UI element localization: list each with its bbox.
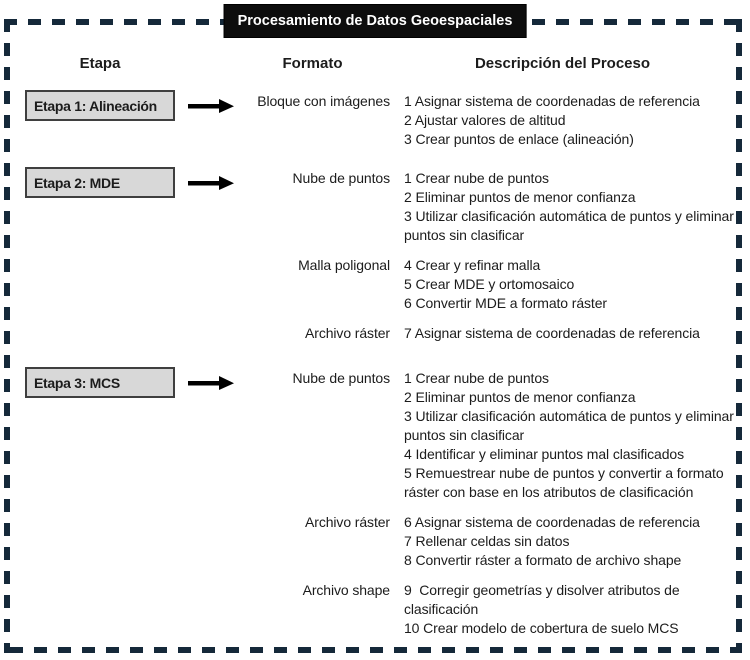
dashed-border-bottom [4, 647, 742, 653]
arrow-right-icon [188, 175, 234, 190]
column-header-etapa: Etapa [79, 55, 121, 72]
column-headers: Etapa Formato Descripción del Proceso [0, 55, 750, 72]
stage-box-mcs: Etapa 3: MCS [25, 367, 175, 398]
column-header-formato: Formato [282, 55, 343, 72]
description-item: 1 Asignar sistema de coordenadas de refe… [404, 93, 700, 109]
dashed-border-left [4, 19, 10, 653]
arrow-right-icon [188, 98, 234, 113]
description-item: 2 Eliminar puntos de menor confianza [404, 189, 636, 205]
description-item: 3 Utilizar clasificación automática de p… [404, 208, 738, 243]
format-label: Nube de puntos [292, 370, 391, 386]
stage-cell: Etapa 1: Alineación [0, 90, 235, 121]
stage-section-1: Etapa 1: Alineación Bloque con imágenes … [0, 90, 750, 149]
dashed-border-right [736, 19, 742, 653]
description-item: 1 Crear nube de puntos [404, 170, 549, 186]
description-item: 3 Crear puntos de enlace (alineación) [404, 131, 634, 147]
description-item: 7 Asignar sistema de coordenadas de refe… [404, 325, 700, 341]
stage-cell: Etapa 2: MDE [0, 167, 235, 198]
format-label: Archivo ráster [305, 514, 390, 530]
stage-section-3: Etapa 3: MCS Nube de puntos 1 Crear nube… [0, 367, 750, 638]
description-item: 1 Crear nube de puntos [404, 370, 549, 386]
description-item: 2 Eliminar puntos de menor confianza [404, 389, 636, 405]
description-item: 6 Convertir MDE a formato ráster [404, 295, 607, 311]
stage-box-alineacion: Etapa 1: Alineación [25, 90, 175, 121]
description-item: 10 Crear modelo de cobertura de suelo MC… [404, 620, 679, 636]
description-list: 1 Asignar sistema de coordenadas de refe… [404, 90, 744, 149]
format-label: Archivo shape [302, 582, 391, 598]
column-header-descripcion: Descripción del Proceso [474, 55, 651, 72]
description-list: 6 Asignar sistema de coordenadas de refe… [404, 511, 744, 570]
page-title: Procesamiento de Datos Geoespaciales [223, 4, 527, 38]
process-row: Etapa 2: MDE Nube de puntos 1 Crear nube… [0, 167, 750, 245]
description-item: 9 Corregir geometrías y disolver atribut… [404, 582, 684, 617]
diagram-body: Etapa Formato Descripción del Proceso Et… [0, 55, 750, 638]
description-item: 4 Crear y refinar malla [404, 257, 541, 273]
description-item: 8 Convertir ráster a formato de archivo … [404, 552, 682, 568]
description-list: 1 Crear nube de puntos 2 Eliminar puntos… [404, 167, 744, 245]
stage-cell: Etapa 3: MCS [0, 367, 235, 398]
process-row: Archivo ráster 6 Asignar sistema de coor… [0, 511, 750, 570]
description-list: 7 Asignar sistema de coordenadas de refe… [404, 322, 744, 343]
description-list: 1 Crear nube de puntos 2 Eliminar puntos… [404, 367, 744, 502]
format-label: Bloque con imágenes [257, 93, 390, 109]
description-list: 4 Crear y refinar malla 5 Crear MDE y or… [404, 254, 744, 313]
description-item: 5 Remuestrear nube de puntos y convertir… [404, 465, 728, 500]
arrow-right-icon [188, 375, 234, 390]
description-item: 7 Rellenar celdas sin datos [404, 533, 570, 549]
format-label: Archivo ráster [305, 325, 390, 341]
description-list: 9 Corregir geometrías y disolver atribut… [404, 579, 744, 638]
stage-box-mde: Etapa 2: MDE [25, 167, 175, 198]
description-item: 5 Crear MDE y ortomosaico [404, 276, 575, 292]
process-row: Etapa 3: MCS Nube de puntos 1 Crear nube… [0, 367, 750, 502]
description-item: 6 Asignar sistema de coordenadas de refe… [404, 514, 700, 530]
process-row: Malla poligonal 4 Crear y refinar malla … [0, 254, 750, 313]
description-item: 2 Ajustar valores de altitud [404, 112, 566, 128]
process-row: Etapa 1: Alineación Bloque con imágenes … [0, 90, 750, 149]
format-label: Malla poligonal [298, 257, 390, 273]
stage-section-2: Etapa 2: MDE Nube de puntos 1 Crear nube… [0, 167, 750, 343]
description-item: 4 Identificar y eliminar puntos mal clas… [404, 446, 684, 462]
description-item: 3 Utilizar clasificación automática de p… [404, 408, 738, 443]
process-row: Archivo ráster 7 Asignar sistema de coor… [0, 322, 750, 343]
format-label: Nube de puntos [292, 170, 391, 186]
process-row: Archivo shape 9 Corregir geometrías y di… [0, 579, 750, 638]
